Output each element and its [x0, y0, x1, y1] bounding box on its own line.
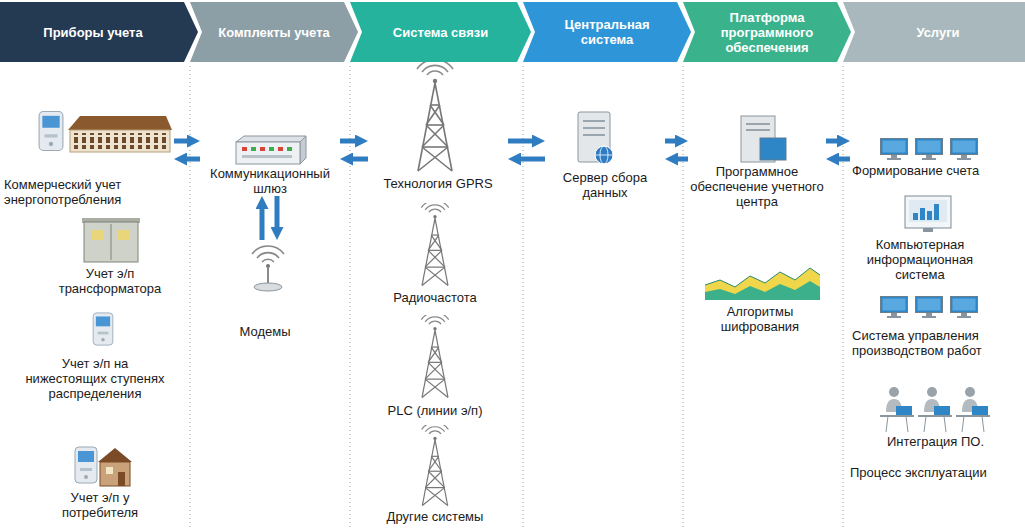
flow-arrow — [184, 157, 200, 162]
header-band — [683, 2, 851, 62]
monitor-icon — [881, 297, 908, 319]
flow-arrow — [665, 139, 678, 144]
column-band: Приборы учетаКоммерческий учет энергопот… — [0, 0, 190, 528]
component-item: Модемы — [225, 240, 305, 339]
item-label: Алгоритмы шифрования — [700, 304, 820, 334]
header-holder: Система связи — [366, 2, 515, 62]
flow-arrow — [340, 139, 358, 144]
column-band: УслугиФормирование счетаКомпьютерная инф… — [843, 0, 1025, 528]
monitor-icon — [916, 297, 943, 319]
column-separator — [190, 66, 843, 528]
component-item: Система управления производством работ — [850, 294, 1022, 358]
component-item: Формирование счета — [850, 133, 1022, 178]
people-icon — [880, 387, 990, 432]
monitor-icon — [951, 297, 978, 319]
item-label: Компьютерная информационная система — [855, 237, 985, 282]
server-icon — [578, 112, 613, 164]
flow-arrow — [836, 157, 850, 162]
tower-icon — [421, 312, 448, 397]
tower-icon — [417, 60, 453, 171]
item-label: Сервер сбора данных — [545, 170, 665, 200]
column-header: Центральная система — [539, 17, 675, 47]
tower-icon — [421, 200, 448, 285]
component-item: Другие системы — [375, 435, 495, 524]
header-band — [843, 2, 1025, 62]
flow-arrow — [675, 157, 688, 162]
header-holder: Платформа программного обеспечения — [699, 2, 835, 62]
component-item: Коммерческий учет энергопотребления — [2, 95, 174, 207]
component-item: Радиочастота — [385, 215, 485, 305]
column-header: Комплекты учета — [218, 25, 330, 40]
building-icon — [68, 116, 172, 152]
monitor-icon — [881, 139, 908, 161]
component-item: PLC (линии э/п) — [375, 325, 495, 418]
component-item: Коммуникационный шлюз — [200, 132, 340, 196]
info-system-icon — [905, 196, 951, 232]
column-band: Платформа программного обеспеченияПрогра… — [683, 0, 843, 528]
component-item: Технология GPRS — [368, 100, 508, 191]
chart-icon — [705, 268, 820, 300]
item-label: Коммерческий учет энергопотребления — [2, 177, 174, 207]
column-header: Система связи — [393, 25, 488, 40]
column-band: Система связиТехнология GPRS Радиочастота… — [350, 0, 523, 528]
flow-arrow — [174, 139, 190, 144]
item-label: Модемы — [225, 324, 305, 339]
software-server-icon — [741, 116, 786, 162]
component-item: Сервер сбора данных — [545, 112, 665, 200]
house-icon — [98, 448, 132, 486]
transformer-icon — [82, 218, 140, 262]
item-label: Другие системы — [375, 509, 495, 524]
header-band — [0, 2, 198, 62]
component-item: Учет э/п трансформатора — [40, 218, 180, 296]
flow-arrow — [350, 157, 368, 162]
item-label: Радиочастота — [385, 290, 485, 305]
component-item: Программное обеспечение учетного центра — [688, 112, 826, 209]
column-band: Центральная системаСервер сбора данных — [523, 0, 683, 528]
component-item: Компьютерная информационная система — [855, 195, 985, 282]
item-label: Технология GPRS — [368, 176, 508, 191]
flow-arrow — [826, 139, 840, 144]
tower-icon — [422, 423, 449, 506]
component-item: Интеграция ПО. Процесс эксплуатации — [848, 380, 1023, 480]
monitor-icon — [951, 139, 978, 161]
item-label: Процесс эксплуатации — [848, 465, 1023, 480]
meter-icon — [39, 112, 63, 151]
header-band — [523, 2, 691, 62]
item-label: Интеграция ПО. — [848, 434, 1023, 449]
column-header: Платформа программного обеспечения — [699, 10, 835, 55]
flow-arrow — [275, 196, 280, 230]
header-holder: Комплекты учета — [206, 2, 342, 62]
item-label: Программное обеспечение учетного центра — [688, 164, 826, 209]
item-label: PLC (линии э/п) — [375, 403, 495, 418]
component-item: Учет э/п на нижестоящих ступенях распред… — [18, 308, 172, 401]
component-item: Алгоритмы шифрования — [700, 262, 820, 334]
flow-arrow — [260, 206, 265, 240]
monitor-icon — [916, 139, 943, 161]
column-band: Комплекты учетаКоммуникационный шлюзМоде… — [190, 0, 350, 528]
item-label: Система управления производством работ — [850, 328, 1022, 358]
header-band — [190, 2, 358, 62]
column-header: Услуги — [916, 25, 959, 40]
item-label: Формирование счета — [850, 163, 1022, 178]
component-item: Учет э/п у потребителя — [30, 440, 170, 520]
column-header: Приборы учета — [43, 25, 142, 40]
header-band — [350, 2, 531, 62]
meter-icon — [93, 313, 113, 345]
item-label: Учет э/п на нижестоящих ступенях распред… — [18, 356, 172, 401]
header-holder: Центральная система — [539, 2, 675, 62]
item-label: Коммуникационный шлюз — [200, 166, 340, 196]
modem-icon — [252, 246, 284, 291]
meter-icon — [75, 447, 97, 483]
flow-arrow — [518, 157, 545, 162]
header-holder: Приборы учета — [4, 2, 182, 62]
gateway-icon — [236, 136, 306, 164]
item-label: Учет э/п трансформатора — [40, 266, 180, 296]
header-holder: Услуги — [859, 2, 1017, 62]
item-label: Учет э/п у потребителя — [30, 490, 170, 520]
flow-arrow — [508, 139, 535, 144]
